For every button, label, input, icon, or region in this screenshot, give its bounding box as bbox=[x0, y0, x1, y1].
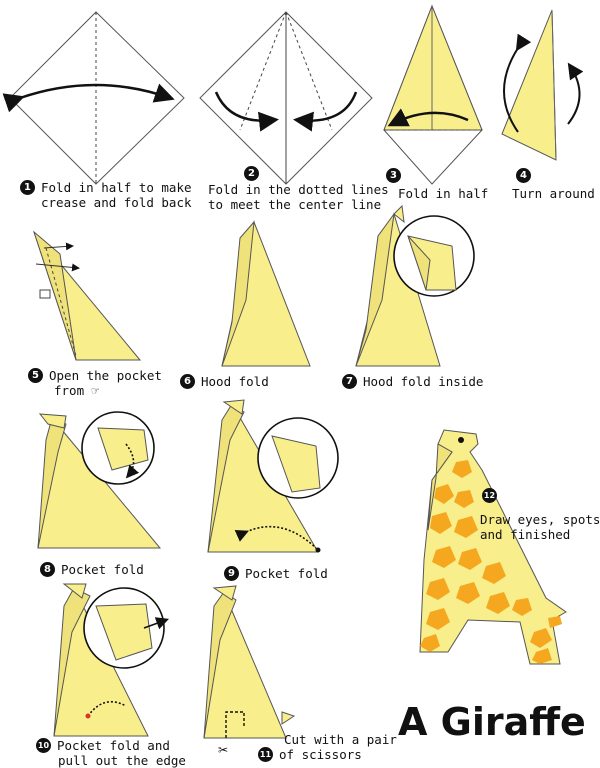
page-title: A Giraffe bbox=[398, 700, 586, 744]
step-6-text-1: Hood fold bbox=[201, 374, 269, 389]
step-2-label: Fold in the dotted lines to meet the cen… bbox=[208, 182, 389, 212]
step-10-text-2: pull out the edge bbox=[58, 753, 186, 768]
step-2-text-1: Fold in the dotted lines bbox=[208, 182, 389, 197]
step-3-text-1: Fold in half bbox=[398, 186, 489, 201]
step-7-number: 7 bbox=[342, 374, 357, 389]
step-1-number: 1 bbox=[20, 180, 35, 195]
step-5-text-1: Open the pocket bbox=[49, 368, 162, 383]
step-5-text-2: from bbox=[54, 383, 85, 398]
step-4-figure bbox=[501, 9, 584, 161]
step-10-number: 10 bbox=[36, 738, 51, 753]
step-3-label: Fold in half bbox=[398, 186, 488, 201]
step-12-giraffe bbox=[419, 429, 567, 665]
step-1-figure bbox=[2, 11, 185, 185]
step-12-number: 12 bbox=[482, 488, 497, 503]
step-4-number-wrap: 4 bbox=[516, 168, 537, 183]
step-12-text-1: Draw eyes, spots bbox=[480, 512, 600, 527]
step-3-figure bbox=[383, 4, 483, 185]
step-9-number: 9 bbox=[224, 566, 239, 581]
step-6-label: 6 Hood fold bbox=[180, 374, 269, 389]
step-10-text-1: Pocket fold and bbox=[57, 738, 170, 753]
step-8-number: 8 bbox=[40, 562, 55, 577]
step-8-figure bbox=[37, 411, 162, 549]
step-9-figure bbox=[207, 399, 339, 553]
step-2-figure bbox=[199, 11, 373, 185]
step-9-label: 9 Pocket fold bbox=[224, 566, 328, 581]
step-10-figure bbox=[53, 583, 170, 737]
step-5-label: 5 Open the pocket from ☞ bbox=[28, 368, 162, 398]
step-2-number-wrap: 2 bbox=[244, 166, 265, 181]
step-7-figure bbox=[355, 204, 475, 367]
step-4-number: 4 bbox=[516, 168, 531, 183]
step-7-label: 7 Hood fold inside bbox=[342, 374, 483, 389]
step-12-text-2: and finished bbox=[480, 527, 571, 542]
step-5-number: 5 bbox=[28, 368, 43, 383]
hand-pointer-icon: ☞ bbox=[91, 383, 100, 398]
step-8-text-1: Pocket fold bbox=[61, 562, 144, 577]
step-12-label: Draw eyes, spots and finished bbox=[480, 512, 600, 542]
step-3-number-wrap: 3 bbox=[386, 168, 407, 183]
step-10-label: 10 Pocket fold and pull out the edge bbox=[36, 738, 186, 768]
step-4-label: Turn around bbox=[512, 186, 595, 201]
step-2-number: 2 bbox=[244, 166, 259, 181]
step-1-label: 1 Fold in half to make crease and fold ba… bbox=[20, 180, 192, 210]
step-11-text-2: of scissors bbox=[279, 747, 362, 762]
svg-text:✂: ✂ bbox=[218, 743, 228, 757]
step-1-text-2: crease and fold back bbox=[41, 195, 192, 210]
step-11-text-1: Cut with a pair bbox=[284, 732, 397, 747]
step-9-text-1: Pocket fold bbox=[245, 566, 328, 581]
step-1-text-1: Fold in half to make bbox=[41, 180, 192, 195]
step-6-number: 6 bbox=[180, 374, 195, 389]
step-3-number: 3 bbox=[386, 168, 401, 183]
step-11-number: 11 bbox=[258, 747, 273, 762]
step-4-text-1: Turn around bbox=[512, 186, 595, 201]
step-11-label: Cut with a pair 11 of scissors bbox=[258, 732, 397, 762]
step-8-label: 8 Pocket fold bbox=[40, 562, 144, 577]
step-6-figure bbox=[221, 220, 311, 367]
step-2-text-2: to meet the center line bbox=[208, 197, 382, 212]
step-12-number-wrap: 12 bbox=[482, 488, 503, 503]
step-5-figure bbox=[32, 230, 142, 361]
step-7-text-1: Hood fold inside bbox=[363, 374, 484, 389]
step-11-figure: ✂ bbox=[203, 585, 296, 757]
